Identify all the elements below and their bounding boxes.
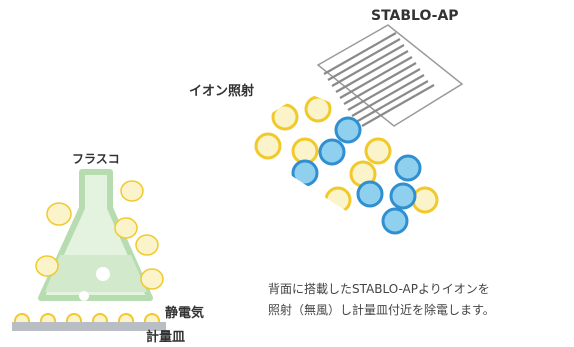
flask-label: フラスコ [72,152,120,166]
device-title: STABLO-AP [371,8,459,24]
weighing-dish [12,322,166,331]
static-charges [35,180,164,290]
description-line-2: 照射（無風）し計量皿付近を除電します。 [268,303,495,317]
weighing-dish-label: 計量皿 [146,330,186,345]
static-electricity-label: 静電気 [165,306,205,321]
ion-irradiation-label: イオン照射 [189,84,255,99]
description-line-1: 背面に搭載したSTABLO-APよりイオンを [268,282,490,296]
ionizer-panel [316,24,464,127]
flask [38,169,153,301]
ion-particles [254,95,439,235]
